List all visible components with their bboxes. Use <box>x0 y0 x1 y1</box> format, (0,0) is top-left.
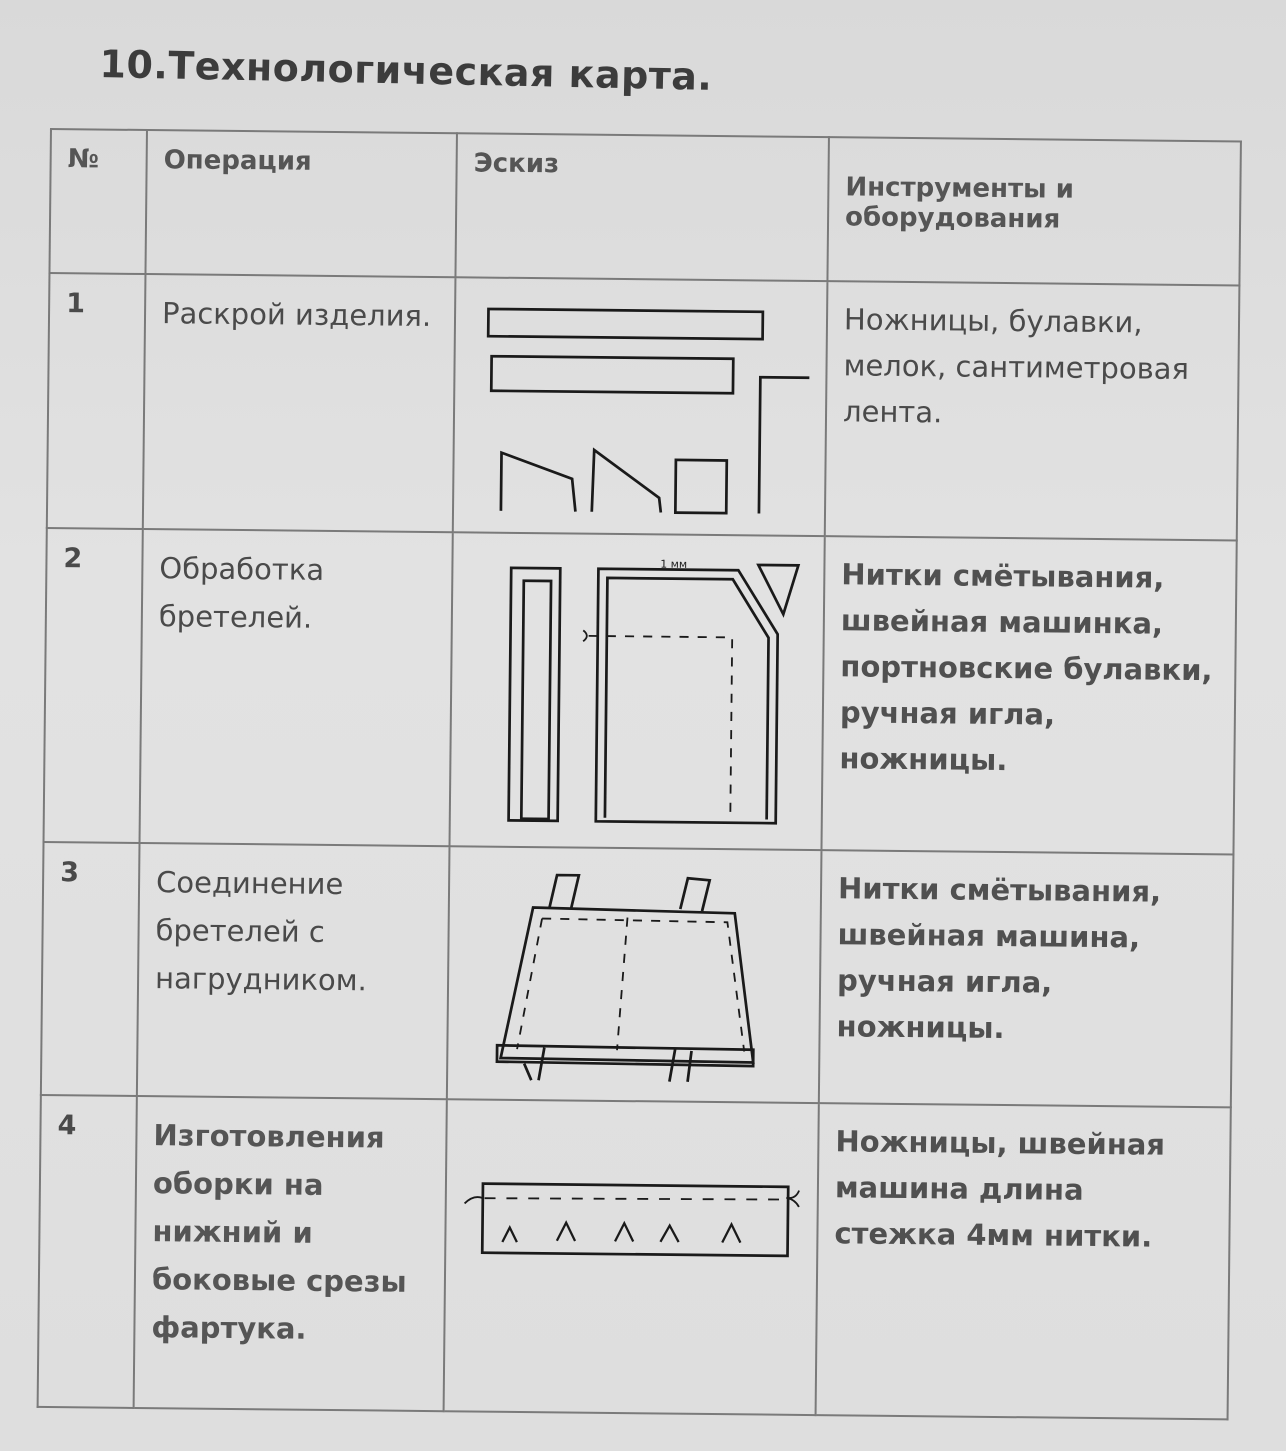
tools-cell: Нитки смётывания, швейная машина, ручная… <box>818 849 1234 1108</box>
pattern-piece-4 <box>757 375 810 514</box>
row-number: 1 <box>46 273 146 530</box>
page-title: 10.Технологическая карта. <box>99 42 713 99</box>
header-tools: Инструменты и оборудования <box>827 137 1241 286</box>
strap-top-right <box>678 876 712 912</box>
stitch-outline <box>542 917 746 1052</box>
sketch-cell-straps: 1 мм <box>449 532 825 850</box>
bib-strap-joining-sketch <box>495 873 755 1082</box>
corner-fold <box>756 563 801 619</box>
seam-allowance-label: 1 мм <box>660 558 687 571</box>
operation-cell: Обработка бретелей. <box>139 529 453 847</box>
operation-cell: Раскрой изделия. <box>142 274 456 533</box>
stitch-line <box>588 635 734 820</box>
operation-cell: Соединение бретелей с нагрудником. <box>136 842 450 1100</box>
tools-cell: Ножницы, булавки, мелок, сантиметровая л… <box>824 281 1240 541</box>
strap-outer <box>507 566 562 823</box>
bib-inner <box>603 576 770 820</box>
table-row: 1 Раскрой изделия. Ножницы, булавки, мел… <box>46 273 1240 541</box>
gather-marks <box>501 1220 742 1244</box>
table-row: 2 Обработка бретелей. 1 мм <box>43 528 1237 855</box>
gathering-stitch <box>484 1197 787 1201</box>
strap-bottom-left <box>522 1047 546 1081</box>
pattern-strip-1 <box>486 307 765 341</box>
row-number: 4 <box>37 1095 137 1408</box>
strap-bottom-right <box>668 1048 693 1082</box>
pattern-piece-3 <box>673 458 729 515</box>
row-number: 2 <box>43 528 143 843</box>
header-operation: Операция <box>145 130 457 278</box>
strap-top-left <box>548 873 581 909</box>
stitch-left <box>516 918 543 1050</box>
technology-map-table: № Операция Эскиз Инструменты и оборудова… <box>37 128 1242 1420</box>
header-sketch: Эскиз <box>455 133 829 282</box>
operation-cell: Изготовления оборки на нижний и боковые … <box>133 1096 447 1412</box>
table-row: 4 Изготовления оборки на нижний и боковы… <box>37 1095 1231 1420</box>
table-row: 3 Соединение бретелей с нагрудником. <box>40 841 1234 1108</box>
cutting-pattern-sketch <box>486 307 810 515</box>
pattern-piece-2 <box>590 447 663 513</box>
pattern-strip-2 <box>489 354 735 395</box>
ruffle-sketch <box>463 1182 800 1258</box>
ruffle-strip <box>480 1182 790 1258</box>
pattern-piece-1 <box>499 450 577 512</box>
bib-body <box>498 905 755 1064</box>
sketch-cell-ruffle <box>443 1099 819 1416</box>
bib-outer <box>594 567 780 825</box>
header-num: № <box>49 129 147 275</box>
tools-cell: Нитки смётывания, швейная машинка, портн… <box>821 536 1237 855</box>
strap-processing-sketch: 1 мм <box>507 558 801 825</box>
row-number: 3 <box>40 841 140 1097</box>
sketch-cell-joining <box>446 846 822 1104</box>
table-header-row: № Операция Эскиз Инструменты и оборудова… <box>49 129 1241 286</box>
stitch-center <box>616 917 629 1051</box>
tools-cell: Ножницы, швейная машина длина стежка 4мм… <box>815 1103 1231 1420</box>
bib-bottom-fold <box>495 1043 755 1068</box>
strap-inner <box>519 579 553 821</box>
sketch-cell-cutting <box>452 277 828 537</box>
